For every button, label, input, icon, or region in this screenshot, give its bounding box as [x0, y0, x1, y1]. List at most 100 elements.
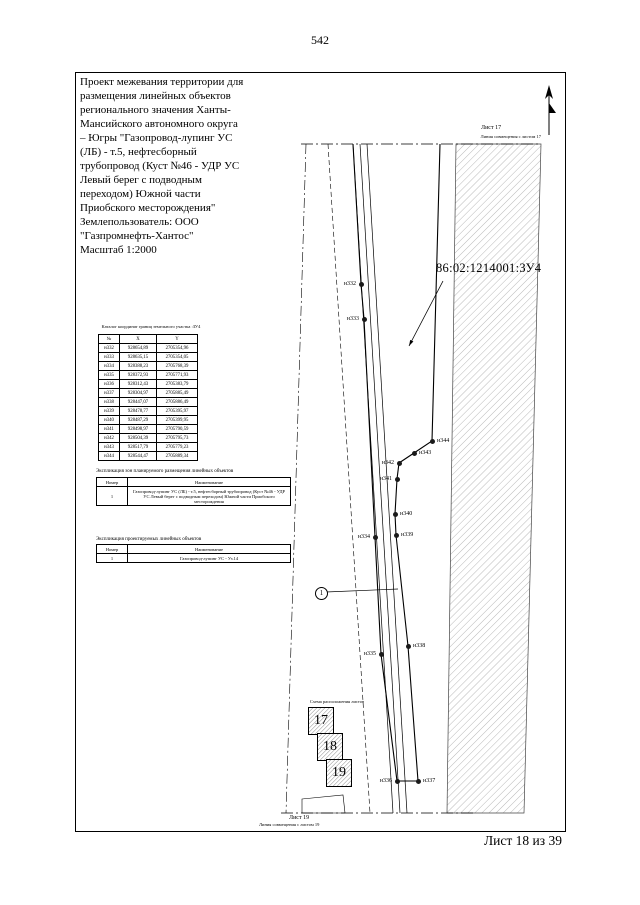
sheet-scheme-title: Схема расположения листов	[309, 699, 365, 704]
survey-point-label: н343	[419, 450, 432, 456]
table-cell: 2705889,34	[156, 451, 198, 461]
table-cell: 1	[96, 553, 128, 563]
marker-leader-line	[325, 588, 399, 593]
survey-point-dot	[411, 450, 417, 456]
table-cell: 928388,23	[119, 361, 157, 371]
table-cell: н341	[98, 424, 120, 434]
pipeline-line	[366, 143, 408, 814]
table-cell: 928478,77	[119, 406, 157, 416]
objects-col-number: Номер	[96, 544, 128, 554]
table-cell: 928372,93	[119, 370, 157, 380]
table-cell: 2705790,59	[156, 424, 198, 434]
table-cell: 2705795,73	[156, 433, 198, 443]
table-cell: н334	[98, 361, 120, 371]
table-cell: 2705354,96	[156, 343, 198, 353]
table-cell: 928498,97	[119, 424, 157, 434]
table-cell: 928544,47	[119, 451, 157, 461]
table-cell: Газопровод-лупинг УС (ЛБ) - т.5, нефтесб…	[127, 486, 291, 506]
top-sheet-label: Лист 17	[481, 125, 502, 131]
coords-table-title: Каталог координат границ земельного учас…	[101, 324, 201, 329]
scale-line: Масштаб 1:2000	[80, 244, 157, 256]
objects-col-name: Наименование	[127, 544, 291, 554]
table-cell: 2705395,97	[156, 406, 198, 416]
survey-point-label: н344	[437, 438, 450, 444]
table-cell: 2705354,05	[156, 352, 198, 362]
survey-point-label: н339	[401, 532, 414, 538]
table-cell: 928487,29	[119, 415, 157, 425]
table-cell: 928654,89	[119, 343, 157, 353]
zones-col-name: Наименование	[127, 477, 291, 487]
coords-col-x: X	[119, 334, 157, 344]
coords-col-y: Y	[156, 334, 198, 344]
cadastral-leader-arrowhead	[409, 339, 414, 346]
table-cell: 2705399,95	[156, 415, 198, 425]
survey-point-dot	[429, 438, 435, 444]
survey-point-dot	[394, 778, 400, 784]
survey-point-dot	[393, 532, 399, 538]
table-cell: 2705768,39	[156, 361, 198, 371]
table-cell: 2705885,49	[156, 388, 198, 398]
survey-point-label: н334	[357, 534, 370, 540]
scheme-sheet-17: 17	[308, 707, 334, 735]
zones-table-title: Экспликация зон планируемого размещения …	[96, 469, 234, 474]
table-cell: 2705886,49	[156, 397, 198, 407]
table-cell: н337	[98, 388, 120, 398]
table-cell: 928504,39	[119, 433, 157, 443]
survey-point-dot	[405, 643, 411, 649]
survey-point-dot	[361, 316, 367, 322]
scheme-sheet-18: 18	[317, 733, 343, 761]
bottom-sheet-label: Лист 19	[289, 815, 310, 821]
coords-col-number: №	[98, 334, 120, 344]
survey-point-label: н340	[400, 511, 413, 517]
table-cell: 2705383,79	[156, 379, 198, 389]
table-cell: 928517,79	[119, 442, 157, 452]
survey-point-label: н336	[379, 778, 392, 784]
top-match-label: Линия совмещения с листом 17	[480, 134, 541, 139]
corridor-boundary-line	[285, 143, 307, 814]
hatched-area	[446, 143, 542, 814]
scheme-sheet-19: 19	[326, 759, 352, 787]
table-cell: н335	[98, 370, 120, 380]
survey-point-dot	[358, 281, 364, 287]
survey-point-label: н332	[343, 281, 356, 287]
survey-point-dot	[372, 534, 378, 540]
table-cell: н332	[98, 343, 120, 353]
cadastral-number-label: 86:02:1214001:ЗУ4	[436, 261, 542, 275]
table-cell: 928635,15	[119, 352, 157, 362]
pipeline-line	[359, 143, 401, 814]
table-cell: 928447,07	[119, 397, 157, 407]
bottom-match-label: Линия совмещения с листом 19	[259, 822, 320, 827]
survey-point-dot	[378, 651, 384, 657]
table-cell: 928312,43	[119, 379, 157, 389]
title-block: Проект межевания территории для размещен…	[80, 75, 244, 257]
table-cell: 928304,97	[119, 388, 157, 398]
table-cell: н338	[98, 397, 120, 407]
survey-point-dot	[394, 476, 400, 482]
survey-point-label: н333	[346, 316, 359, 322]
table-cell: н342	[98, 433, 120, 443]
survey-point-dot	[396, 460, 402, 466]
table-cell: н339	[98, 406, 120, 416]
survey-point-label: н342	[381, 460, 394, 466]
bottom-structure-outline	[301, 794, 346, 814]
table-cell: н336	[98, 379, 120, 389]
zones-col-number: Номер	[96, 477, 128, 487]
table-cell: 2705771,93	[156, 370, 198, 380]
landuser-line: Землепользователь: ООО "Газпромнефть-Хан…	[80, 216, 199, 242]
